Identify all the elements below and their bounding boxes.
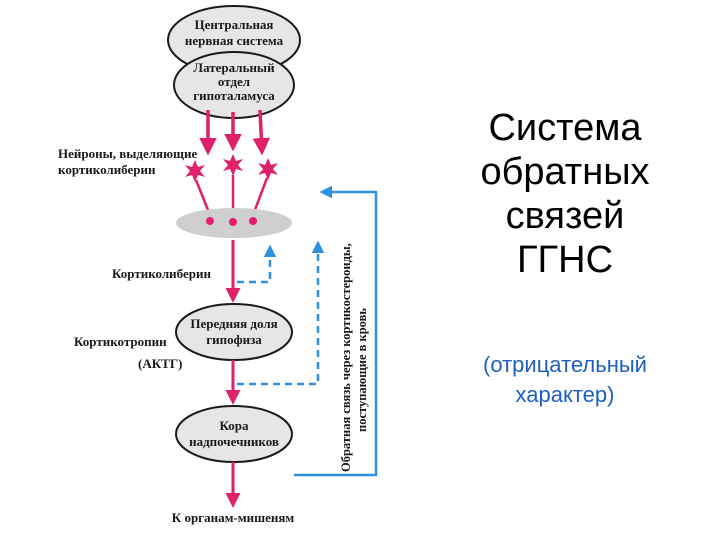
- pituitary-node: Передняя доля гипофиза: [175, 303, 293, 361]
- title-line-1: Система: [488, 107, 642, 149]
- slide-subtitle: (отрицательный характер): [430, 350, 700, 410]
- pituitary-feedback-arrow: [237, 240, 325, 386]
- target-organs-label: К органам-мишеням: [172, 510, 295, 525]
- neuron-star-center: [223, 154, 243, 176]
- subtitle-line-1: (отрицательный: [483, 352, 647, 377]
- axon-left: [194, 179, 212, 216]
- feedback-label: Обратная связь через кортикостероиды, по…: [339, 243, 369, 472]
- corticoliberin-label: Кортиколиберин: [112, 266, 211, 281]
- hypothalamus-label-line-1: Латеральный: [193, 60, 275, 75]
- hypothalamus-label-line-3: гипоталамуса: [193, 88, 275, 103]
- pituitary-label-line-2: гипофиза: [206, 332, 262, 347]
- cns-label-line-2: нервная система: [185, 33, 284, 48]
- feedback-label-line-2: поступающие в кровь: [355, 308, 369, 432]
- axon-right: [251, 177, 269, 216]
- short-feedback-arrow: [237, 244, 277, 284]
- corticotropin-label-line-2: (АКТГ): [138, 356, 182, 371]
- cns-label-line-1: Центральная: [195, 17, 274, 32]
- neuron-star-right: [258, 158, 278, 180]
- neurons-label-line-1: Нейроны, выделяющие: [58, 146, 197, 161]
- subtitle-line-2: характер): [515, 382, 615, 407]
- hpa-feedback-diagram: Центральная нервная система Латеральный …: [58, 5, 378, 525]
- adrenal-label-line-1: Кора: [219, 418, 249, 433]
- long-feedback-arrow: [294, 185, 378, 477]
- hypothalamus-node: Латеральный отдел гипоталамуса: [173, 51, 295, 119]
- neuron-star-left: [185, 160, 205, 182]
- axon-terminal-right: [249, 217, 257, 225]
- hypothalamus-label-line-2: отдел: [218, 74, 250, 89]
- title-line-4: ГГНС: [516, 239, 614, 281]
- axon-terminal-left: [206, 217, 214, 225]
- adrenal-cortex-node: Кора надпочечников: [175, 405, 293, 463]
- title-line-2: обратных: [480, 151, 650, 193]
- pituitary-label-line-1: Передняя доля: [190, 316, 277, 331]
- title-line-3: связей: [505, 195, 625, 237]
- slide-title: Система обратных связей ГГНС: [430, 106, 700, 282]
- axon-terminal-center: [229, 218, 237, 226]
- feedback-label-line-1: Обратная связь через кортикостероиды,: [339, 243, 353, 472]
- neurons-label-line-2: кортиколиберин: [58, 162, 156, 177]
- hypothalamus-arrow-right: [252, 109, 271, 156]
- adrenal-label-line-2: надпочечников: [189, 434, 279, 449]
- corticotropin-label-line-1: Кортикотропин: [74, 334, 167, 349]
